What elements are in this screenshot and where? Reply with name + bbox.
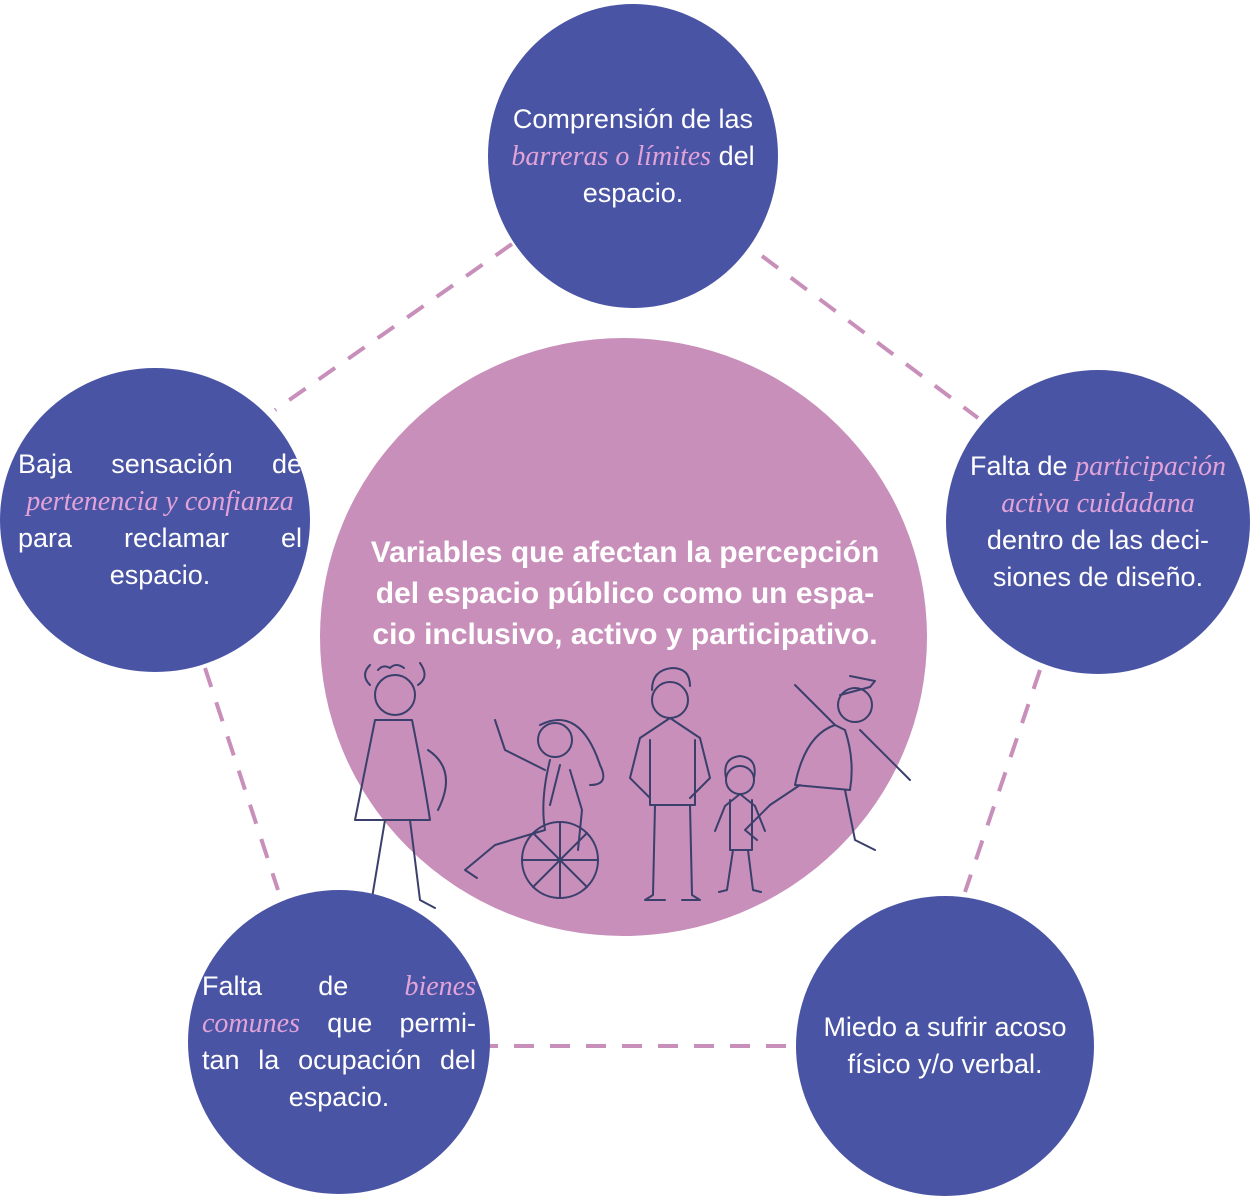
node-right-line: siones de diseño.: [992, 562, 1204, 592]
center-title-line: Variables que afectan la percepción: [370, 536, 880, 569]
node-top: Comprensión de las barreras o límites de…: [488, 4, 778, 308]
node-top-highlight: barreras o límites: [511, 140, 712, 172]
ring-edge-right: [963, 669, 1042, 893]
node-bottom-right: Miedo a sufrir acoso físico y/o verbal.: [796, 896, 1094, 1196]
kicking-person-figure: [744, 675, 911, 851]
child-figure: [714, 755, 766, 893]
node-top-line: Comprensión de las: [512, 103, 754, 134]
node-left-line: espacio.: [109, 560, 211, 590]
node-left-highlight: pertenencia y confianza: [26, 486, 294, 517]
center-title: Variables que afectan la percepción del …: [345, 532, 905, 655]
node-bottom-left-highlight: comunes: [202, 1008, 300, 1039]
node-top-line: barreras o límites del: [498, 138, 768, 175]
node-bottom-right-line: físico y/o verbal.: [847, 1049, 1043, 1079]
node-left: Baja sensación de pertenencia y confianz…: [0, 368, 310, 672]
node-bottom-left-highlight: bienes: [404, 971, 476, 1002]
node-bottom-left-line-rest: que permi-: [327, 1008, 476, 1038]
node-bottom-left-line: comunes que permi-: [202, 1005, 476, 1042]
wheelchair-user-figure: [464, 719, 605, 899]
node-top-line: espacio.: [582, 177, 684, 208]
node-top-line-rest: del: [718, 140, 755, 171]
node-bottom-right-line: Miedo a sufrir acoso: [823, 1012, 1067, 1042]
node-left-line: para reclamar el: [18, 523, 302, 553]
node-bottom-right-text: Miedo a sufrir acoso físico y/o verbal.: [805, 1009, 1085, 1083]
center-title-line: del espacio público como un espa-: [375, 577, 875, 610]
node-bottom-left-line: tan la ocupación del: [202, 1045, 476, 1075]
node-top-text: Comprensión de las barreras o límites de…: [498, 101, 768, 212]
node-bottom-left-line: espacio.: [288, 1082, 390, 1112]
node-bottom-left-line-pre: Falta de: [202, 971, 349, 1001]
node-bottom-left-text: Falta de bienes comunes que permi- tan l…: [202, 968, 476, 1116]
node-right: Falta de participación activa cuidadana …: [946, 370, 1250, 674]
node-left-text: Baja sensación de pertenencia y confianz…: [18, 446, 302, 594]
node-right-highlight: activa cuidadana: [1001, 488, 1195, 519]
center-title-line: cio inclusivo, activo y participativo.: [372, 618, 878, 651]
ring-edge-top-right: [760, 254, 980, 420]
center-circle: [320, 338, 927, 936]
pregnant-woman-figure: [354, 662, 447, 911]
node-right-line: Falta de participación: [953, 448, 1243, 485]
node-right-text: Falta de participación activa cuidadana …: [953, 448, 1243, 596]
people-illustration: [354, 662, 911, 911]
standing-man-figure: [629, 667, 711, 901]
node-left-line: Baja sensación de: [18, 449, 302, 479]
node-bottom-left-line: Falta de bienes: [202, 968, 476, 1005]
ring-edge-top-left: [273, 242, 514, 412]
node-right-line-pre: Falta de: [970, 451, 1068, 481]
node-right-highlight: participación: [1075, 451, 1226, 482]
ring-edge-left: [203, 667, 280, 891]
node-bottom-left: Falta de bienes comunes que permi- tan l…: [188, 890, 490, 1194]
node-right-line: dentro de las deci-: [986, 525, 1210, 555]
